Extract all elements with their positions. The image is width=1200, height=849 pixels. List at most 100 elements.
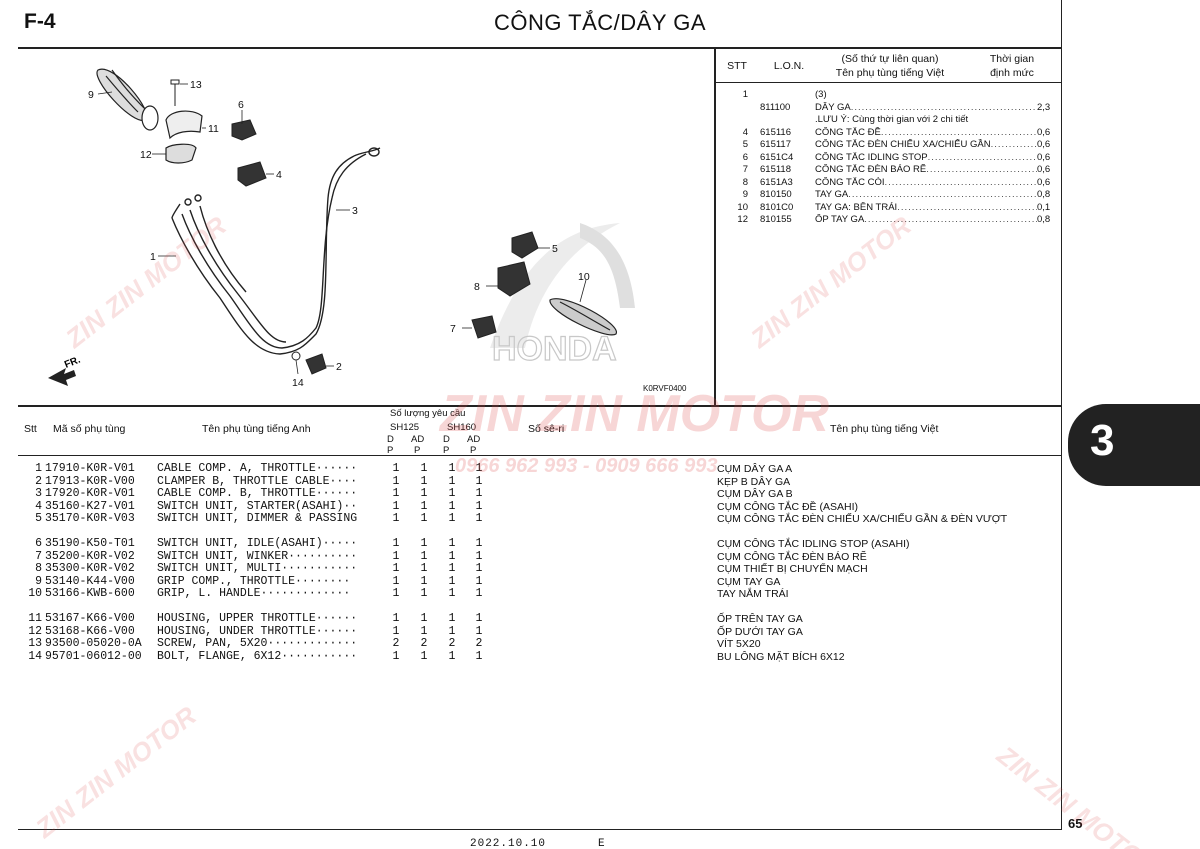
part-qty: 1	[448, 537, 456, 550]
parts-col-name-en: Tên phụ tùng tiếng Anh	[202, 423, 311, 435]
callout-5: 5	[552, 243, 558, 255]
part-number: 35200-K0R-V02	[45, 549, 135, 563]
callout-10: 10	[578, 271, 590, 283]
callout-9: 9	[88, 89, 94, 101]
left-handle-grip	[549, 298, 617, 336]
labor-lon: 615116	[760, 126, 791, 138]
part-name-en: CABLE COMP. A, THROTTLE······	[157, 462, 358, 475]
switch-dimmer	[511, 231, 539, 259]
part-qty: 1	[392, 574, 400, 588]
part-name-en: SCREW, PAN, 5X20·············	[157, 637, 358, 650]
page-title: CÔNG TẮC/DÂY GA	[493, 10, 707, 35]
callout-14: 14	[292, 377, 304, 389]
labor-time: 0,6	[1037, 151, 1051, 163]
part-qty: 1	[448, 549, 456, 563]
parts-col-part-no: Mã số phụ tùng	[53, 423, 126, 435]
part-qty: 1	[475, 587, 483, 600]
honda-wing-logo	[490, 223, 635, 348]
switch-starter	[237, 161, 267, 187]
labor-row: .LƯU Ý: Cùng thời gian với 2 chi tiết	[722, 114, 1058, 127]
part-qty: 1	[475, 549, 483, 563]
diagram-divider	[714, 47, 716, 406]
part-qty: 1	[420, 562, 428, 575]
part-name-en: CLAMPER B, THROTTLE CABLE····	[157, 474, 358, 488]
part-qty: 1	[475, 474, 483, 488]
part-stt: 2	[35, 474, 42, 488]
labor-stt: 10	[737, 201, 748, 213]
part-name-vn: CỤM THIẾT BỊ CHUYỂN MẠCH	[717, 563, 868, 575]
part-stt: 12	[28, 624, 42, 638]
part-name-en: SWITCH UNIT, WINKER··········	[157, 549, 358, 563]
labor-col-stt: STT	[727, 60, 747, 72]
screw-pan	[170, 79, 180, 106]
labor-name: CÔNG TẮC ĐÈN CHIẾU XA/CHIẾU GẦN.........…	[815, 139, 1037, 150]
part-qty: 1	[448, 649, 456, 663]
housing-upper	[165, 110, 203, 140]
part-qty: 1	[392, 487, 400, 500]
part-stt: 11	[28, 612, 42, 625]
part-name-en: HOUSING, UPPER THROTTLE······	[157, 612, 358, 625]
part-name-vn: CỤM CÔNG TẮC ĐỀ (ASAHI)	[717, 500, 858, 513]
part-qty: 1	[448, 574, 456, 588]
front-direction-arrow: FR.	[48, 354, 82, 386]
labor-name: (3)	[815, 89, 827, 100]
part-qty: 2	[392, 637, 400, 650]
throttle-cable-clamper	[305, 353, 327, 375]
part-qty: 1	[448, 612, 456, 625]
labor-name: CÔNG TẮC CÒI............................…	[815, 176, 1037, 188]
part-number: 93500-05020-0A	[45, 637, 142, 650]
part-number: 17913-K0R-V00	[45, 474, 135, 488]
labor-name: TAY GA..................................…	[815, 189, 1037, 200]
labor-name: CÔNG TẮC ĐÈN BÁO RẼ.....................…	[815, 164, 1037, 175]
page-frame	[18, 0, 1062, 830]
labor-stt: 9	[742, 189, 748, 200]
exploded-diagram: HONDA	[48, 68, 635, 389]
part-stt: 6	[35, 537, 42, 550]
part-stt: 4	[35, 499, 42, 513]
labor-name: ỐP TAY GA...............................…	[815, 214, 1037, 225]
labor-col-lon: L.O.N.	[773, 60, 805, 72]
throttle-grip	[96, 68, 159, 131]
housing-under	[165, 143, 197, 164]
parts-row: 1 17910-K0R-V01 CABLE COMP. A, THROTTLE···…	[20, 462, 1060, 476]
sub-p-2: P	[414, 445, 421, 456]
part-name-vn: CỤM TAY GA	[717, 575, 781, 588]
part-qty: 1	[420, 462, 428, 475]
callout-7: 7	[450, 323, 456, 335]
part-qty: 1	[475, 612, 483, 625]
callout-4: 4	[276, 169, 282, 181]
parts-col-name-vn: Tên phụ tùng tiếng Việt	[830, 423, 939, 435]
part-qty: 1	[420, 549, 428, 563]
part-stt: 5	[35, 512, 42, 525]
part-name-vn: TAY NẮM TRÁI	[717, 588, 789, 600]
labor-time: 0,6	[1037, 126, 1051, 138]
part-qty: 1	[475, 512, 483, 525]
part-stt: 7	[35, 549, 42, 563]
part-name-vn: KẸP B DÂY GA	[717, 475, 791, 488]
labor-row: 1(3)	[722, 89, 1058, 102]
labor-name: CÔNG TẮC ĐỀ.............................…	[815, 126, 1037, 138]
labor-time: 0,8	[1037, 214, 1051, 225]
labor-stt: 5	[742, 139, 748, 150]
part-qty: 1	[448, 487, 456, 500]
part-name-en: GRIP, L. HANDLE·············	[157, 587, 351, 600]
labor-time: 0,8	[1037, 189, 1051, 200]
part-qty: 1	[392, 562, 400, 575]
part-qty: 1	[475, 562, 483, 575]
part-number: 17910-K0R-V01	[45, 462, 135, 475]
part-stt: 9	[35, 574, 42, 588]
part-number: 35160-K27-V01	[45, 499, 135, 513]
sub-p-4: P	[470, 445, 477, 456]
part-qty: 2	[475, 637, 483, 650]
section-code: F-4	[24, 10, 56, 33]
part-qty: 1	[448, 499, 456, 513]
section-tab[interactable]: 3	[1068, 404, 1200, 486]
part-name-en: HOUSING, UNDER THROTTLE······	[157, 624, 358, 638]
part-qty: 1	[475, 574, 483, 588]
